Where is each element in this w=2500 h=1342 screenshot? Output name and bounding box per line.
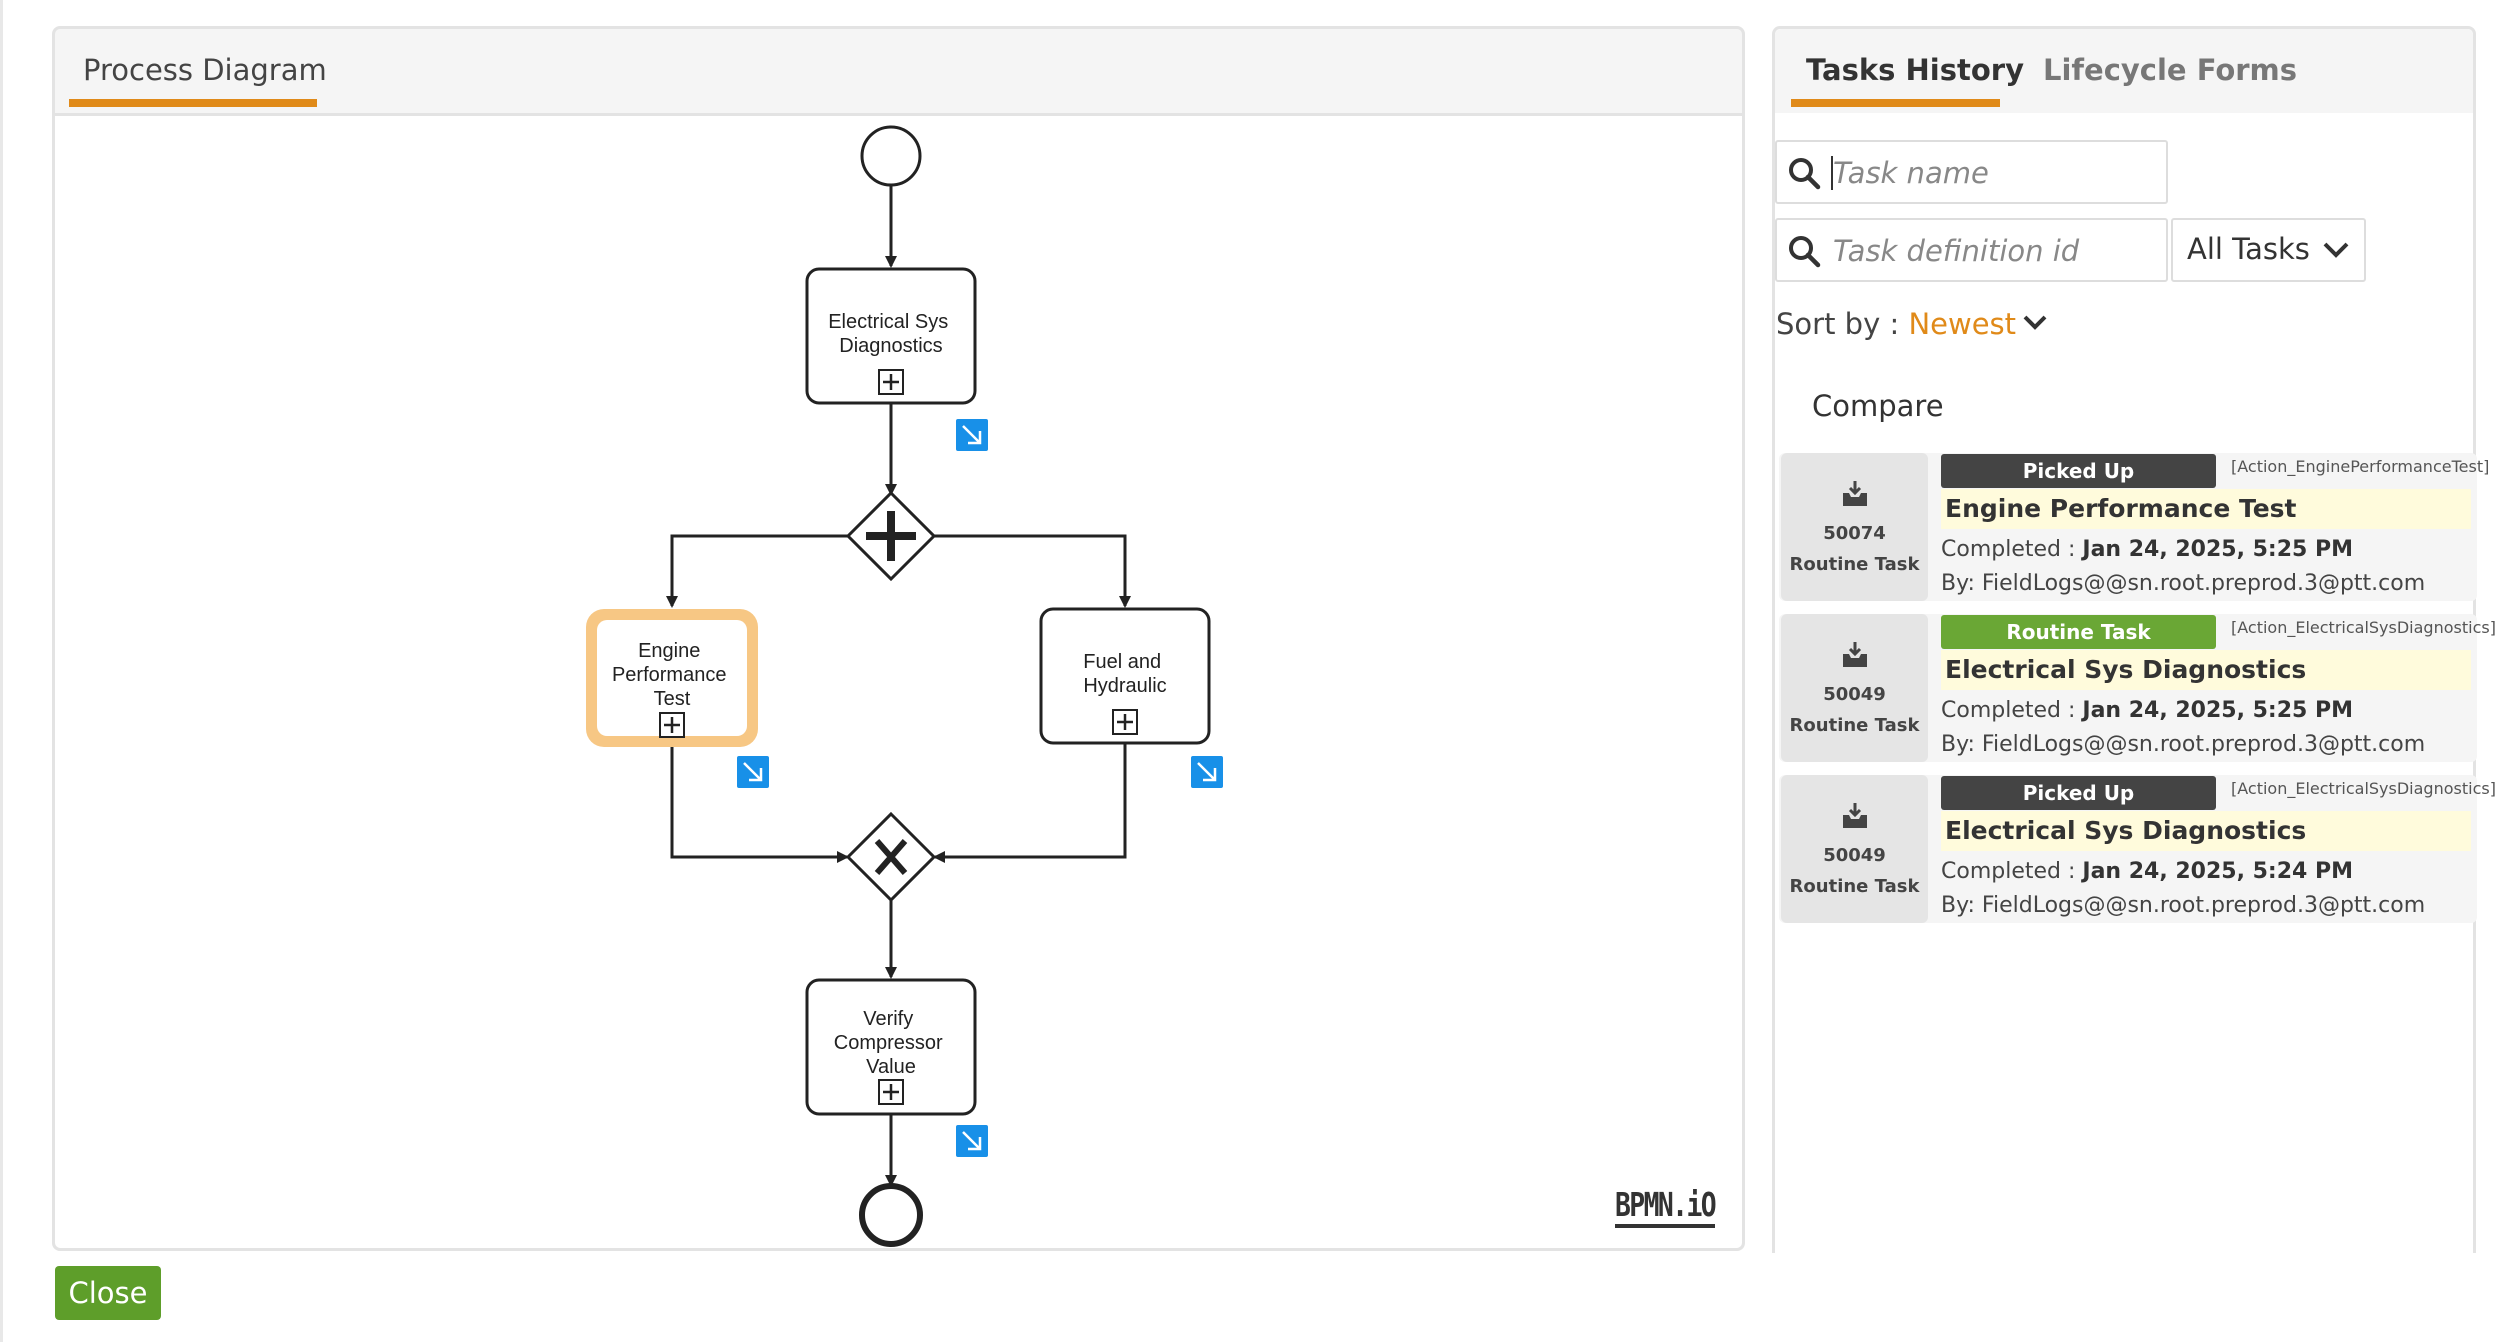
search-icon — [1789, 236, 1821, 268]
task-filter-select[interactable]: All Tasks — [2171, 218, 2366, 282]
inbox-download-icon — [1843, 481, 1867, 506]
process-diagram-panel: Process Diagram — [52, 26, 1745, 1251]
task-type: Routine Task — [1789, 876, 1920, 897]
start-event[interactable] — [860, 125, 922, 187]
task-definition-search-input[interactable]: Task definition id — [1775, 218, 2168, 282]
svg-text:Electrical Sys Dia: Electrical Sys Diagnostics — [828, 311, 954, 357]
completed-timestamp: Completed : Jan 24, 2025, 5:25 PM — [1941, 698, 2353, 723]
action-id: [Action_EnginePerformanceTest] — [2231, 457, 2490, 476]
sort-value[interactable]: Newest — [1908, 307, 2017, 341]
task-name-search-input[interactable]: Task name — [1775, 140, 2168, 204]
task-summary: 50074 Routine Task — [1781, 453, 1928, 601]
svg-text:Verify Compressor: Verify Compressor Value — [834, 1008, 948, 1078]
drilldown-icon[interactable] — [1191, 756, 1223, 788]
tab-tasks-history[interactable]: Tasks History — [1806, 53, 2024, 87]
task-title: Electrical Sys Diagnostics — [1941, 811, 2471, 851]
chevron-down-icon — [2323, 242, 2349, 258]
diagram-header: Process Diagram — [55, 29, 1742, 113]
tab-lifecycle-forms[interactable]: Lifecycle Forms — [2043, 53, 2298, 87]
completed-by: By: FieldLogs@@sn.root.preprod.3@ptt.com — [1941, 732, 2426, 757]
tasks-panel: Tasks History Lifecycle Forms Task name … — [1772, 26, 2496, 1253]
task-fuel-and-hydraulic[interactable]: Fuel and Hydraulic — [1039, 607, 1211, 745]
bpmn-io-logo[interactable]: BPMN.iO — [1615, 1186, 1717, 1228]
completed-by: By: FieldLogs@@sn.root.preprod.3@ptt.com — [1941, 571, 2426, 596]
sequence-flows — [666, 186, 1131, 1187]
task-verify-compressor-value[interactable]: Verify Compressor Value — [805, 978, 977, 1116]
bpmn-canvas[interactable]: Electrical Sys Diagnostics — [55, 113, 1742, 1248]
task-id: 50074 — [1823, 523, 1886, 544]
task-history-item[interactable]: 50049 Routine Task Routine Task [Action_… — [1779, 614, 2496, 762]
background-edge — [0, 0, 3, 1342]
drilldown-icon[interactable] — [956, 419, 988, 451]
exclusive-gateway[interactable] — [845, 811, 937, 903]
status-badge: Picked Up — [1941, 776, 2216, 810]
completed-label: Completed : — [1941, 859, 2083, 884]
task-definition-placeholder: Task definition id — [1833, 234, 2080, 268]
search-icon — [1789, 158, 1821, 190]
completed-timestamp: Completed : Jan 24, 2025, 5:24 PM — [1941, 859, 2353, 884]
action-id: [Action_ElectricalSysDiagnostics] — [2231, 618, 2496, 637]
task-name-placeholder: Task name — [1833, 156, 1989, 190]
inbox-download-icon — [1843, 803, 1867, 828]
compare-button[interactable]: Compare — [1812, 389, 1944, 423]
task-type: Routine Task — [1789, 715, 1920, 736]
parallel-gateway[interactable] — [845, 490, 937, 582]
active-tab-indicator — [1791, 99, 2000, 107]
task-id: 50049 — [1823, 845, 1886, 866]
completed-date: Jan 24, 2025, 5:25 PM — [2082, 537, 2354, 562]
task-history-item[interactable]: 50049 Routine Task Picked Up [Action_Ele… — [1779, 775, 2496, 923]
drilldown-icon[interactable] — [737, 756, 769, 788]
tab-process-diagram[interactable]: Process Diagram — [83, 53, 327, 87]
active-tab-indicator — [69, 99, 317, 107]
sort-control[interactable]: Sort by : Newest — [1776, 307, 2048, 341]
task-electrical-sys-diagnostics[interactable]: Electrical Sys Diagnostics — [805, 267, 977, 405]
task-id: 50049 — [1823, 684, 1886, 705]
status-badge: Picked Up — [1941, 454, 2216, 488]
task-title: Engine Performance Test — [1941, 489, 2471, 529]
completed-by: By: FieldLogs@@sn.root.preprod.3@ptt.com — [1941, 893, 2426, 918]
task-history-item[interactable]: 50074 Routine Task Picked Up [Action_Eng… — [1779, 453, 2489, 601]
task-type: Routine Task — [1789, 554, 1920, 575]
bpmn-diagram[interactable]: Electrical Sys Diagnostics — [55, 116, 1742, 1251]
close-button[interactable]: Close — [55, 1266, 161, 1320]
tasks-tabs: Tasks History Lifecycle Forms — [1775, 29, 2473, 113]
completed-date: Jan 24, 2025, 5:25 PM — [2082, 698, 2354, 723]
text-cursor — [1831, 156, 1833, 190]
sort-label: Sort by : — [1776, 307, 1909, 341]
task-filter-value: All Tasks — [2187, 232, 2310, 266]
task-summary: 50049 Routine Task — [1781, 614, 1928, 762]
svg-text:Fuel and Hydraulic: Fuel and Hydraulic — [1083, 651, 1166, 697]
task-title: Electrical Sys Diagnostics — [1941, 650, 2471, 690]
drilldown-icon[interactable] — [956, 1125, 988, 1157]
chevron-down-icon[interactable] — [2022, 314, 2048, 332]
end-event[interactable] — [859, 1183, 923, 1247]
completed-timestamp: Completed : Jan 24, 2025, 5:25 PM — [1941, 537, 2353, 562]
svg-text:Engine Performance: Engine Performance Test — [612, 640, 732, 710]
action-id: [Action_ElectricalSysDiagnostics] — [2231, 779, 2496, 798]
task-engine-performance-test[interactable]: Engine Performance Test — [586, 609, 758, 747]
status-badge: Routine Task — [1941, 615, 2216, 649]
task-summary: 50049 Routine Task — [1781, 775, 1928, 923]
completed-label: Completed : — [1941, 537, 2083, 562]
completed-label: Completed : — [1941, 698, 2083, 723]
inbox-download-icon — [1843, 642, 1867, 667]
completed-date: Jan 24, 2025, 5:24 PM — [2082, 859, 2354, 884]
